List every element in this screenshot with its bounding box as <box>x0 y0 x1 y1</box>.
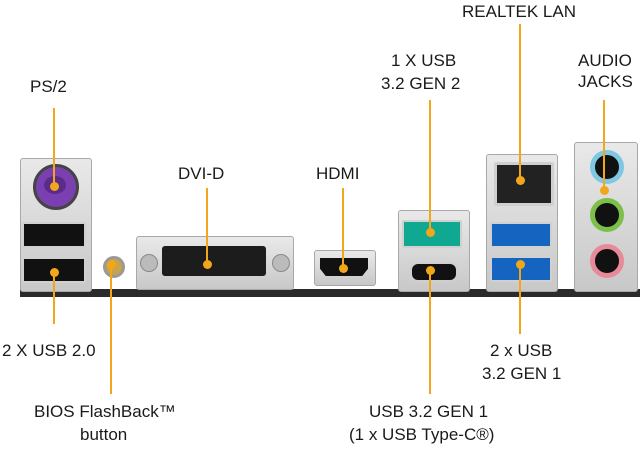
label-hdmi: HDMI <box>316 164 360 183</box>
usb20-port-top[interactable] <box>22 222 86 248</box>
leader-bios <box>110 264 112 394</box>
label-usb20: 2 X USB 2.0 <box>2 341 96 360</box>
usb32-gen1-port-top[interactable] <box>490 222 552 248</box>
label-lan: REALTEK LAN <box>462 2 577 21</box>
label-bios-line2: button <box>80 425 128 444</box>
leader-dot-usb32gen1 <box>516 260 525 269</box>
leader-usb20 <box>53 272 55 324</box>
label-ps2: PS/2 <box>30 77 67 96</box>
label-typec-line2: (1 x USB Type-C®) <box>349 425 495 444</box>
leader-dot-hdmi <box>339 264 348 273</box>
lan-port[interactable] <box>494 162 554 206</box>
io-shield-edge <box>20 289 640 297</box>
leader-usb32gen2 <box>429 100 431 234</box>
label-usb32gen2-line2: 3.2 GEN 2 <box>381 74 461 93</box>
dvi-screw-left <box>140 254 158 272</box>
leader-ps2 <box>53 108 55 186</box>
usb32-gen2-port[interactable] <box>402 220 462 248</box>
dvi-screw-right <box>272 254 290 272</box>
leader-audio <box>603 100 605 192</box>
label-usb32gen1-line1: 2 x USB <box>490 341 553 360</box>
leader-usb32gen1 <box>519 264 521 334</box>
leader-dot-usb32gen2 <box>426 228 435 237</box>
leader-dvid <box>206 188 208 264</box>
leader-dot-ps2 <box>50 182 59 191</box>
label-dvid: DVI-D <box>178 164 225 183</box>
label-usb32gen1-line2: 3.2 GEN 1 <box>482 364 562 383</box>
leader-lan <box>519 24 521 180</box>
label-usb32gen2-line1: 1 X USB <box>391 51 457 70</box>
label-bios-line1: BIOS FlashBack™ <box>34 402 176 421</box>
leader-typec <box>429 272 431 394</box>
leader-dot-lan <box>516 176 525 185</box>
leader-dot-audio <box>600 186 609 195</box>
leader-hdmi <box>342 188 344 268</box>
dvi-d-port[interactable] <box>162 246 266 276</box>
leader-dot-typec <box>426 266 435 275</box>
leader-dot-usb20 <box>50 268 59 277</box>
audio-jack-green[interactable] <box>590 198 624 232</box>
leader-dot-dvid <box>203 260 212 269</box>
label-audio-line1: AUDIO <box>578 51 632 70</box>
audio-jack-pink[interactable] <box>590 244 624 278</box>
audio-jack-blue[interactable] <box>590 150 624 184</box>
label-audio-line2: JACKS <box>578 72 633 91</box>
label-typec-line1: USB 3.2 GEN 1 <box>369 402 489 421</box>
leader-dot-bios <box>107 260 116 269</box>
